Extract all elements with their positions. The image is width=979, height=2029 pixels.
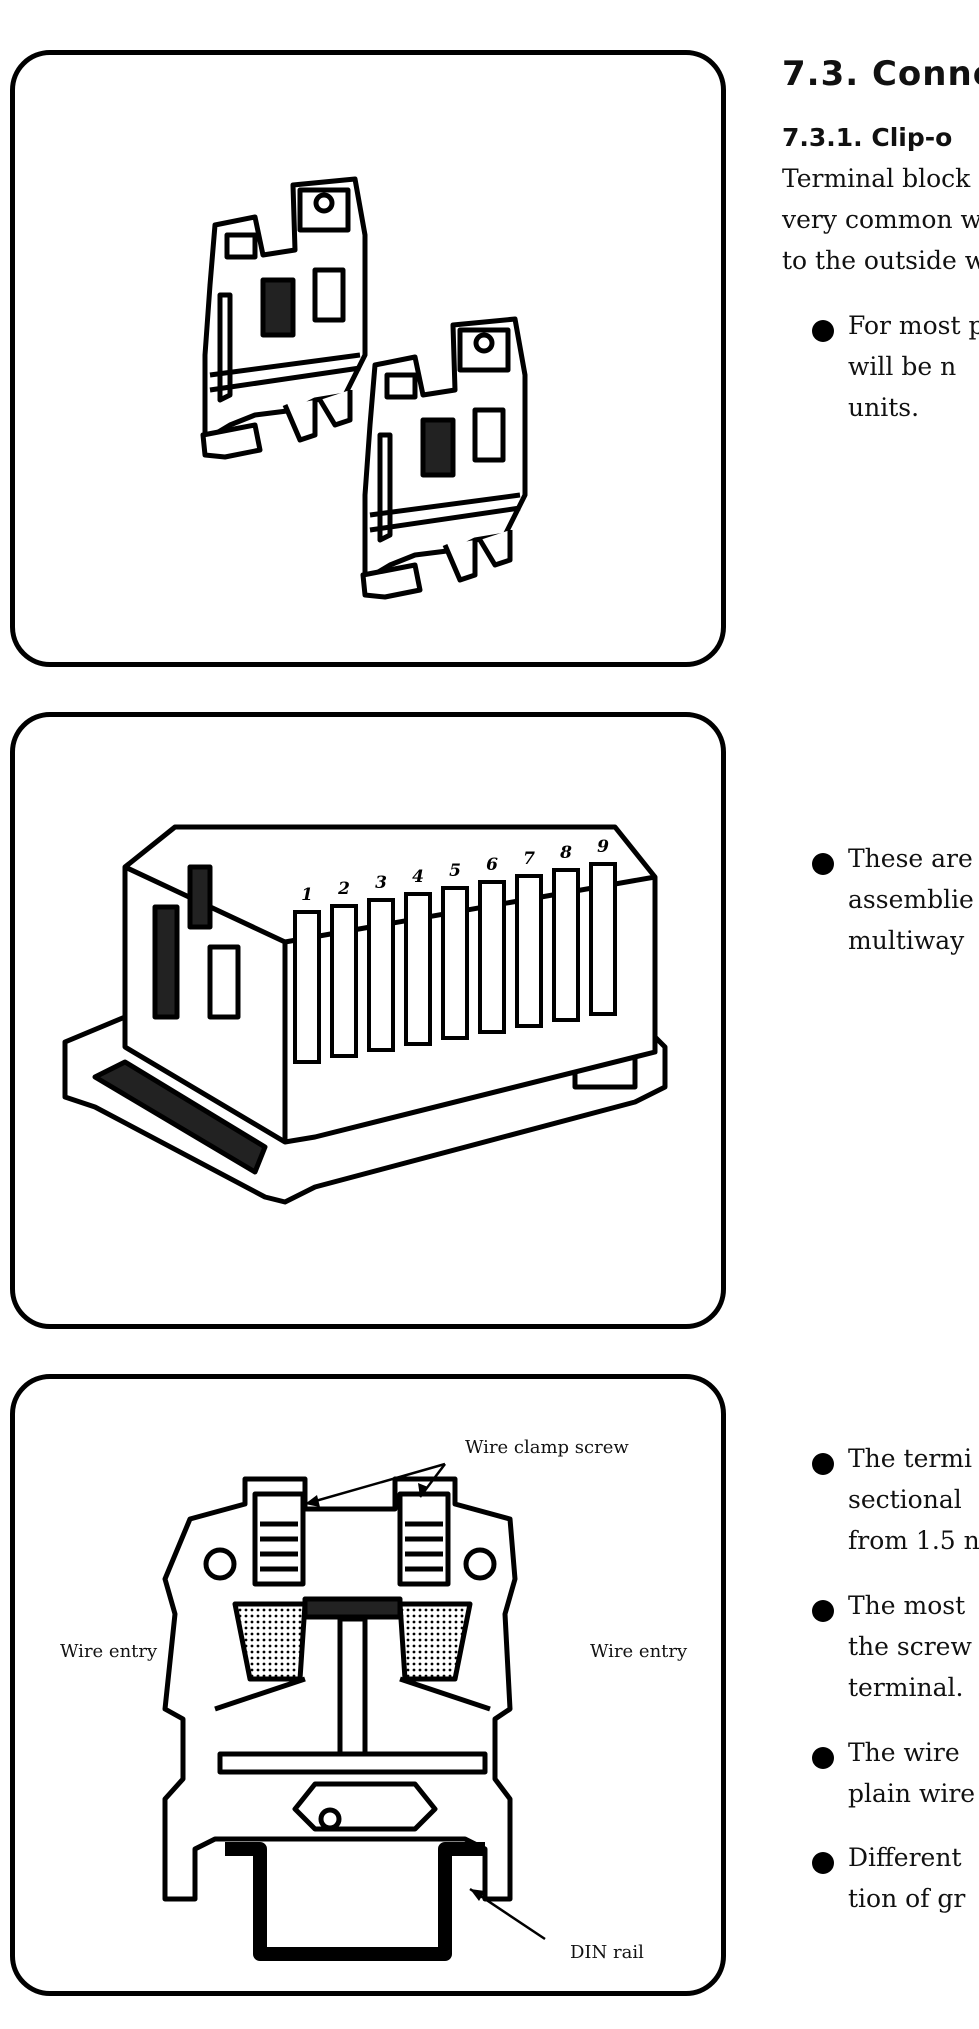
terminal-number: 9 <box>597 837 609 857</box>
section-subheading: 7.3.1. Clip-o <box>782 123 953 152</box>
bullet-line: Different <box>848 1843 962 1872</box>
terminal-slot <box>515 874 543 1028</box>
bullet-line: The termi <box>848 1444 973 1473</box>
terminal-number: 7 <box>523 849 535 869</box>
bullet-marker <box>812 320 834 342</box>
bullet-line: multiway <box>848 926 965 955</box>
terminal-blocks-illustration <box>200 176 528 600</box>
intro-line: Terminal block <box>782 164 971 193</box>
bullet-line: plain wire <box>848 1779 976 1808</box>
bullet-line: tion of gr <box>848 1884 966 1913</box>
bullet-line: The wire <box>848 1738 960 1767</box>
bullet-line: units. <box>848 393 920 422</box>
terminal-number: 1 <box>301 885 313 905</box>
figure-panel-terminal-cross-section: Wire clamp screw Wire entry Wire entry D… <box>10 1374 726 1996</box>
label-din-rail: DIN rail <box>570 1942 644 1963</box>
terminal-slot <box>367 898 395 1052</box>
bullet-line: For most p <box>848 311 979 340</box>
terminal-slot <box>293 910 321 1064</box>
bullet-line: terminal. <box>848 1673 964 1702</box>
bullet-line: the screw <box>848 1632 972 1661</box>
terminal-number: 3 <box>375 873 387 893</box>
bullet-marker <box>812 853 834 875</box>
label-wire-clamp-screw: Wire clamp screw <box>465 1437 629 1458</box>
terminal-number: 2 <box>337 879 350 899</box>
label-wire-entry-right: Wire entry <box>590 1641 688 1662</box>
figure-panel-terminal-assembly: 1 2 3 4 5 6 7 8 9 <box>10 712 726 1329</box>
terminal-number: 5 <box>449 861 461 881</box>
terminal-slot <box>404 892 432 1046</box>
bullet-line: from 1.5 n <box>848 1526 979 1555</box>
terminal-number: 8 <box>559 843 572 863</box>
terminal-number: 6 <box>486 855 498 875</box>
bullet-line: assemblie <box>848 885 974 914</box>
terminal-slot <box>330 904 358 1058</box>
bullet-marker <box>812 1747 834 1769</box>
bullet-line: sectional <box>848 1485 962 1514</box>
figure-panel-terminal-blocks <box>10 50 726 667</box>
bullet-line: These are <box>848 844 973 873</box>
intro-line: very common w <box>782 205 979 234</box>
terminal-assembly-illustration: 1 2 3 4 5 6 7 8 9 <box>62 824 668 1205</box>
intro-line: to the outside w <box>782 246 979 275</box>
terminal-slot <box>478 880 506 1034</box>
bullet-marker <box>812 1852 834 1874</box>
label-wire-entry-left: Wire entry <box>60 1641 158 1662</box>
bullet-line: The most <box>848 1591 966 1620</box>
terminal-slot <box>589 862 617 1016</box>
terminal-number: 4 <box>412 867 424 887</box>
terminal-slot <box>441 886 469 1040</box>
terminal-cross-section-illustration <box>162 1462 546 1961</box>
bullet-line: will be n <box>848 352 957 381</box>
bullet-marker <box>812 1453 834 1475</box>
section-heading: 7.3. Conne <box>782 54 979 94</box>
terminal-slot <box>552 868 580 1022</box>
bullet-marker <box>812 1600 834 1622</box>
